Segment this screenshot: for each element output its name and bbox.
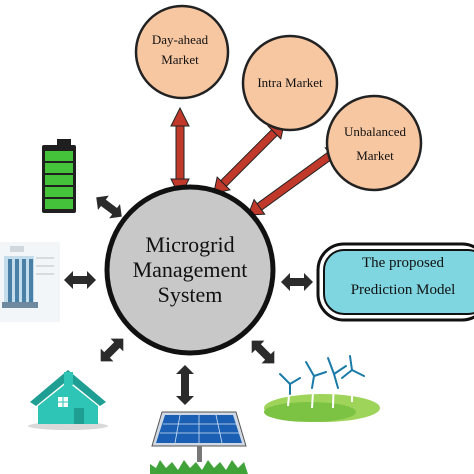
prediction-box [323, 249, 474, 315]
market-day-ahead-line-1: Day-ahead [151, 32, 209, 47]
connector-arrow-battery [96, 195, 122, 219]
center-line-1: Microgrid [145, 232, 235, 257]
market-label-intra: Intra Market [240, 74, 340, 92]
center-line-2: Management [132, 257, 248, 282]
connector-arrow-house [100, 338, 124, 362]
connector-arrow-electrolyzer [64, 271, 96, 289]
market-arrow-day-ahead [170, 106, 190, 199]
market-label-unbalanced: Unbalanced Market [325, 120, 425, 168]
market-circle-day-ahead [134, 4, 230, 100]
center-label: Microgrid Management System [115, 232, 265, 307]
market-day-ahead-line-2: Market [161, 52, 199, 67]
market-circle-unbalanced [325, 94, 423, 192]
wind-turbines-icon [264, 355, 380, 422]
market-intra-line-1: Intra Market [257, 75, 323, 90]
market-unbalanced-line-1: Unbalanced [343, 124, 407, 139]
market-unbalanced-line-2: Market [356, 148, 394, 163]
connector-arrow-prediction [281, 273, 313, 291]
solar-panel-icon [150, 411, 248, 474]
market-label-day-ahead: Day-ahead Market [140, 30, 220, 70]
prediction-line-2: Prediction Model [350, 282, 456, 298]
house-icon [28, 370, 108, 430]
battery-icon [42, 139, 76, 213]
market-circle-intra [241, 34, 339, 132]
connector-arrow-solar [176, 365, 194, 405]
prediction-label: The proposed Prediction Model [328, 250, 474, 304]
prediction-line-1: The proposed [361, 255, 445, 271]
electrolyzer-icon [0, 242, 60, 322]
connector-arrow-wind [251, 340, 275, 364]
center-line-3: System [157, 282, 223, 307]
center-circle [104, 184, 276, 356]
market-arrow-intra [212, 121, 286, 195]
